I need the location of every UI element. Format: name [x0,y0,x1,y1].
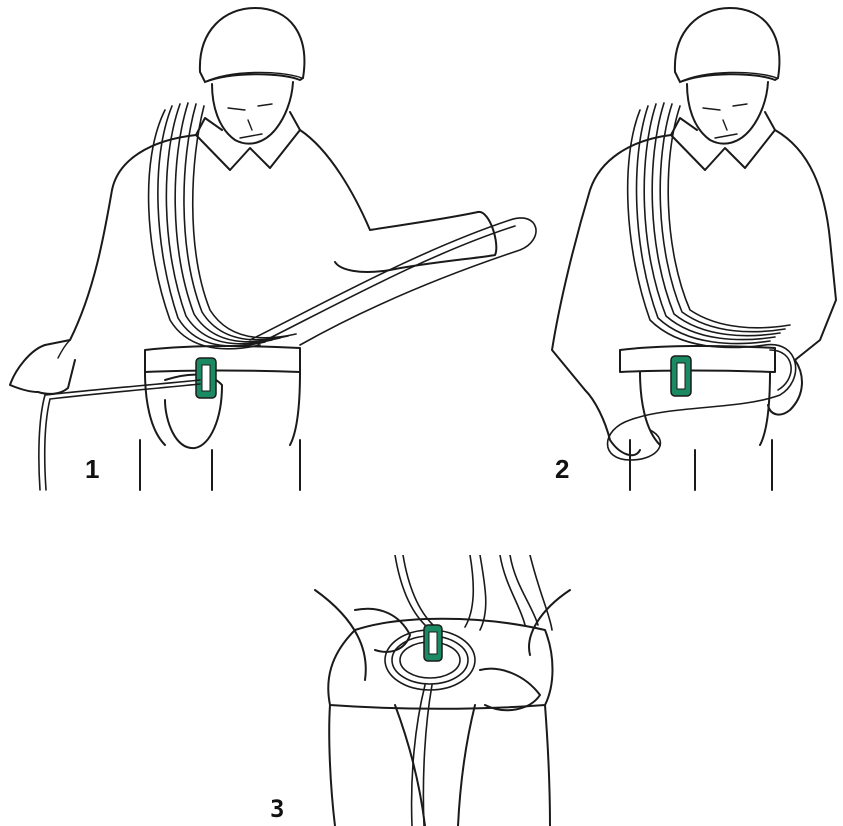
helmet [675,8,779,82]
left-hand [585,390,640,455]
step-number-1: 1 [85,456,99,482]
left-hand [355,609,410,652]
step-2-illustration [540,0,843,500]
face [687,82,768,144]
left-hand [10,345,75,394]
climber-step-1-drawing [0,0,560,500]
torso [45,135,196,345]
climber-step-3-drawing [300,555,600,826]
step-1-illustration [0,0,560,500]
step-number-3: 3 [270,797,284,821]
rope-coils [149,103,296,349]
step-3-illustration [300,555,600,826]
face [212,82,293,144]
harness [620,346,775,372]
harness [145,346,300,372]
step-number-2: 2 [555,456,569,482]
right-hand [768,360,802,415]
right-hand [480,669,540,710]
helmet [200,8,304,82]
rope-wrap [608,345,796,460]
climber-step-2-drawing [540,0,843,500]
